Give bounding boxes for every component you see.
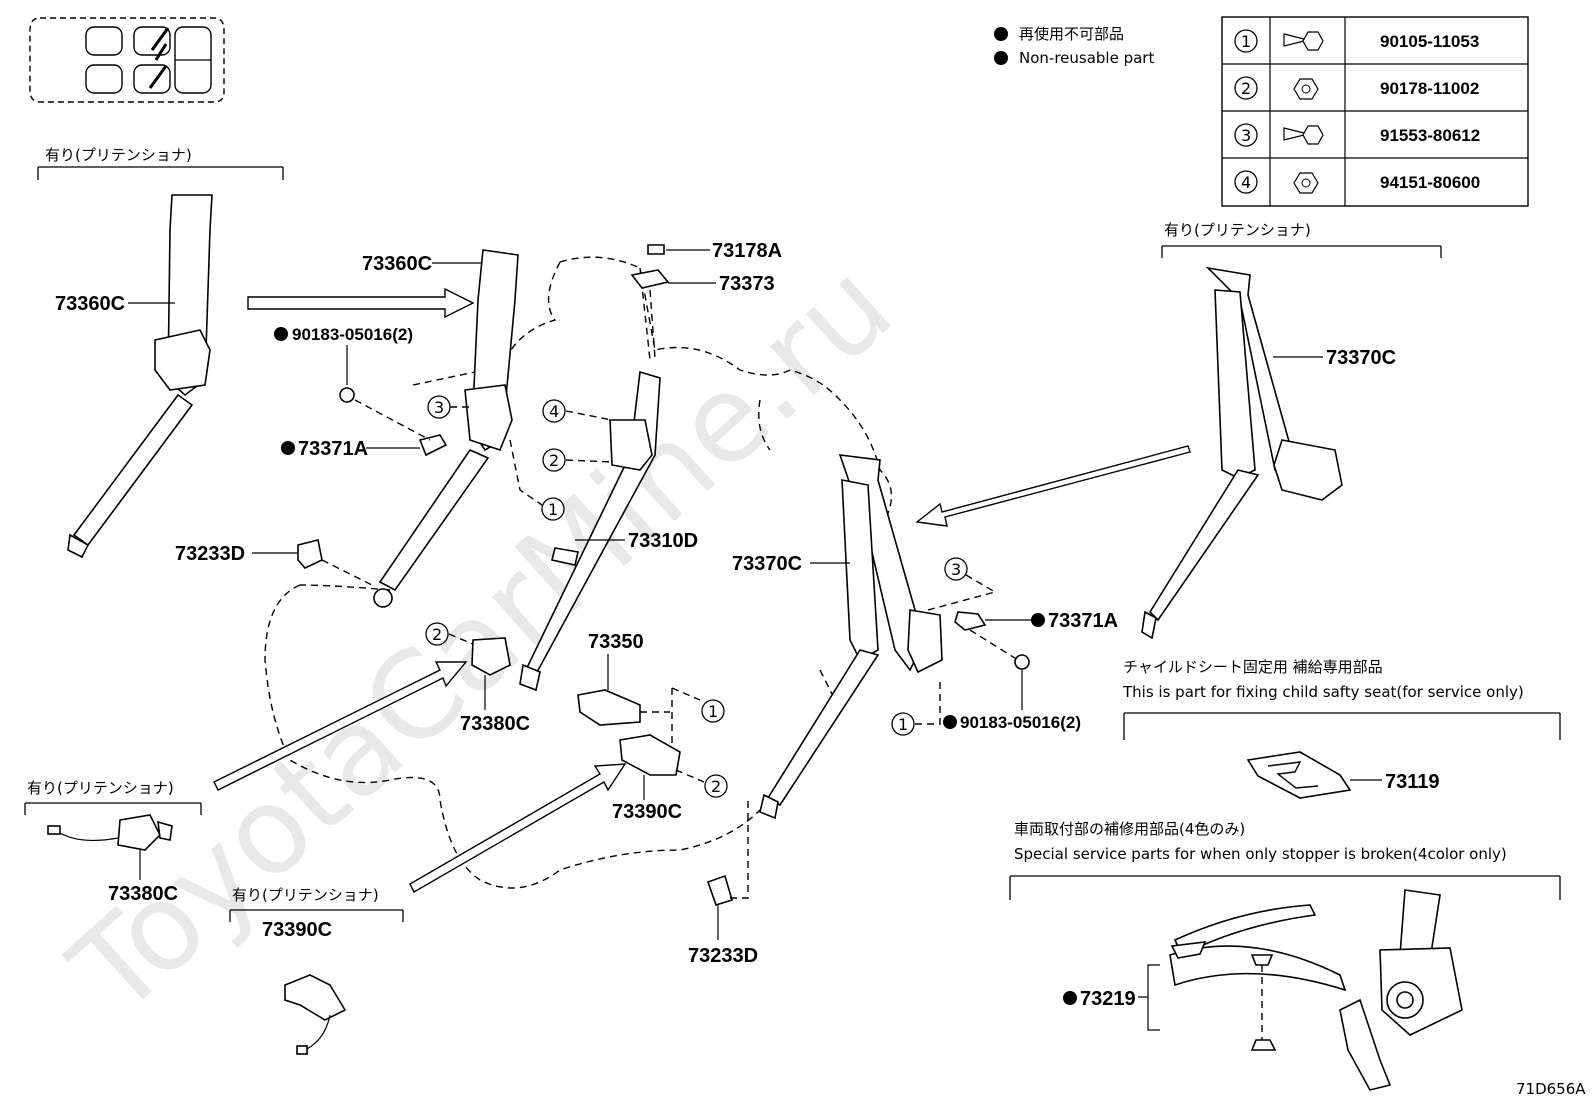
part-73371A-left: 73371A: [281, 399, 448, 460]
part-label-73370C: 73370C: [732, 553, 802, 575]
table-row: 1 90105-11053: [1234, 29, 1479, 53]
child-seat-en: This is part for fixing child safty seat…: [1122, 683, 1524, 701]
arrow: [915, 445, 1191, 527]
buckle-73390C-installed: 2 73390C: [612, 734, 728, 823]
figure-code: 71D656A: [1516, 1080, 1586, 1098]
pretensioner-73380C-group: 有り(プリテンショナ) 73380C: [24, 779, 202, 905]
pretensioner-73360C-group: 有り(プリテンショナ) 73360C: [37, 146, 284, 559]
part-73233D-upper: 73233D: [175, 539, 373, 586]
callout-number: 1: [708, 702, 718, 721]
part-73178A: 73178A: [647, 240, 782, 262]
stopper-en: Special service parts for when only stop…: [1014, 845, 1507, 863]
pretensioner-note: 有り(プリテンショナ): [27, 779, 174, 797]
seat-belt-retractor-left: [67, 194, 213, 559]
table-num: 1: [1241, 32, 1251, 51]
table-part-number: 91553-80612: [1380, 126, 1480, 145]
callout-number: 3: [434, 398, 444, 417]
buckle-73380C-installed: 2 73380C: [425, 622, 530, 735]
part-label-73390C: 73390C: [612, 801, 682, 823]
buckle-73350: 73350 1: [577, 631, 725, 760]
callout-1-right: 1: [891, 680, 941, 736]
legend: 再使用不可部品 Non-reusable part: [994, 25, 1154, 67]
callout-number: 1: [898, 715, 908, 734]
part-label-73178A: 73178A: [712, 240, 782, 262]
pretensioner-note: 有り(プリテンショナ): [232, 886, 379, 904]
callout-2-center: 2: [542, 448, 613, 472]
arrow: [213, 661, 468, 791]
stopper-jp: 車両取付部の補修用部品(4色のみ): [1014, 820, 1245, 838]
flange-bolt-icon: [1283, 31, 1324, 51]
part-90183-05016-left: 90183-05016(2): [274, 325, 413, 403]
part-73233D-lower: 73233D: [688, 800, 758, 967]
part-label-73371A: 73371A: [298, 438, 368, 460]
seat-belt-center-73310D: 73310D: [519, 370, 698, 692]
part-label-73373: 73373: [719, 273, 775, 295]
arrow: [247, 287, 475, 319]
callout-3-left: 3: [412, 371, 476, 419]
callout-number: 2: [549, 451, 559, 470]
seat-belt-front-left: 73360C: [362, 249, 519, 608]
part-label-73233D: 73233D: [175, 543, 245, 565]
table-num: 3: [1241, 126, 1251, 145]
part-label-73233D: 73233D: [688, 945, 758, 967]
callout-number: 1: [548, 500, 558, 519]
table-part-number: 94151-80600: [1380, 173, 1480, 192]
legend-en: Non-reusable part: [1019, 49, 1154, 67]
table-num: 4: [1241, 173, 1251, 192]
flange-bolt-icon: [1283, 125, 1324, 145]
part-label-73219: 73219: [1080, 988, 1136, 1010]
callout-number: 2: [432, 625, 442, 644]
fastener-table: 1 90105-11053 2 90178-11002 3 91553-8061: [1221, 16, 1529, 207]
seat-belt-rear-right-installed: 73370C: [732, 454, 943, 820]
table-part-number: 90105-11053: [1380, 32, 1479, 51]
part-label-73370C: 73370C: [1326, 347, 1396, 369]
flange-nut-icon: [1293, 78, 1319, 100]
table-row: 3 91553-80612: [1234, 123, 1480, 147]
pretensioner-note: 有り(プリテンショナ): [1164, 221, 1311, 239]
stopper-section: 車両取付部の補修用部品(4色のみ) Special service parts …: [1009, 820, 1561, 1091]
table-num: 2: [1241, 79, 1251, 98]
flange-nut-icon: [1293, 172, 1319, 194]
part-label-73390C: 73390C: [262, 919, 332, 941]
pretensioner-note: 有り(プリテンショナ): [45, 146, 192, 164]
pretensioner-73390C-group: 有り(プリテンショナ) 73390C: [229, 886, 404, 1055]
stopper-assembly: [1169, 889, 1463, 1091]
child-seat-section: チャイルドシート固定用 補給専用部品 This is part for fixi…: [1122, 658, 1561, 799]
part-label-73371A: 73371A: [1048, 610, 1118, 632]
vehicle-location-icon: [29, 17, 225, 103]
callout-number: 3: [951, 560, 961, 579]
pretensioner-73370C-group: 有り(プリテンショナ) 73370C: [1141, 221, 1442, 640]
part-73373: 73373: [630, 269, 775, 359]
part-90183-05016-right: 90183-05016(2): [943, 654, 1081, 732]
part-label-73360C: 73360C: [362, 253, 432, 275]
part-73371A-right: 73371A: [954, 610, 1118, 661]
child-seat-jp: チャイルドシート固定用 補給専用部品: [1123, 658, 1383, 676]
arrow: [409, 763, 627, 893]
part-label-73360C: 73360C: [55, 293, 125, 315]
part-label-73380C: 73380C: [460, 713, 530, 735]
table-row: 2 90178-11002: [1234, 76, 1479, 100]
part-label-73310D: 73310D: [628, 530, 698, 552]
part-label-73350: 73350: [588, 631, 644, 653]
callout-number: 4: [549, 402, 559, 421]
legend-jp: 再使用不可部品: [1019, 25, 1124, 43]
part-label-73380C: 73380C: [108, 883, 178, 905]
callout-number: 2: [711, 777, 721, 796]
part-label-90183: 90183-05016(2): [960, 713, 1081, 732]
part-label-73119: 73119: [1385, 771, 1440, 793]
table-row: 4 94151-80600: [1234, 170, 1480, 194]
callout-3-right: 3: [927, 557, 997, 611]
table-part-number: 90178-11002: [1380, 79, 1479, 98]
callout-1-left: 1: [509, 439, 565, 521]
child-seat-anchor-73119: [1246, 751, 1352, 799]
part-label-90183: 90183-05016(2): [292, 325, 413, 344]
callout-4: 4: [542, 399, 613, 423]
